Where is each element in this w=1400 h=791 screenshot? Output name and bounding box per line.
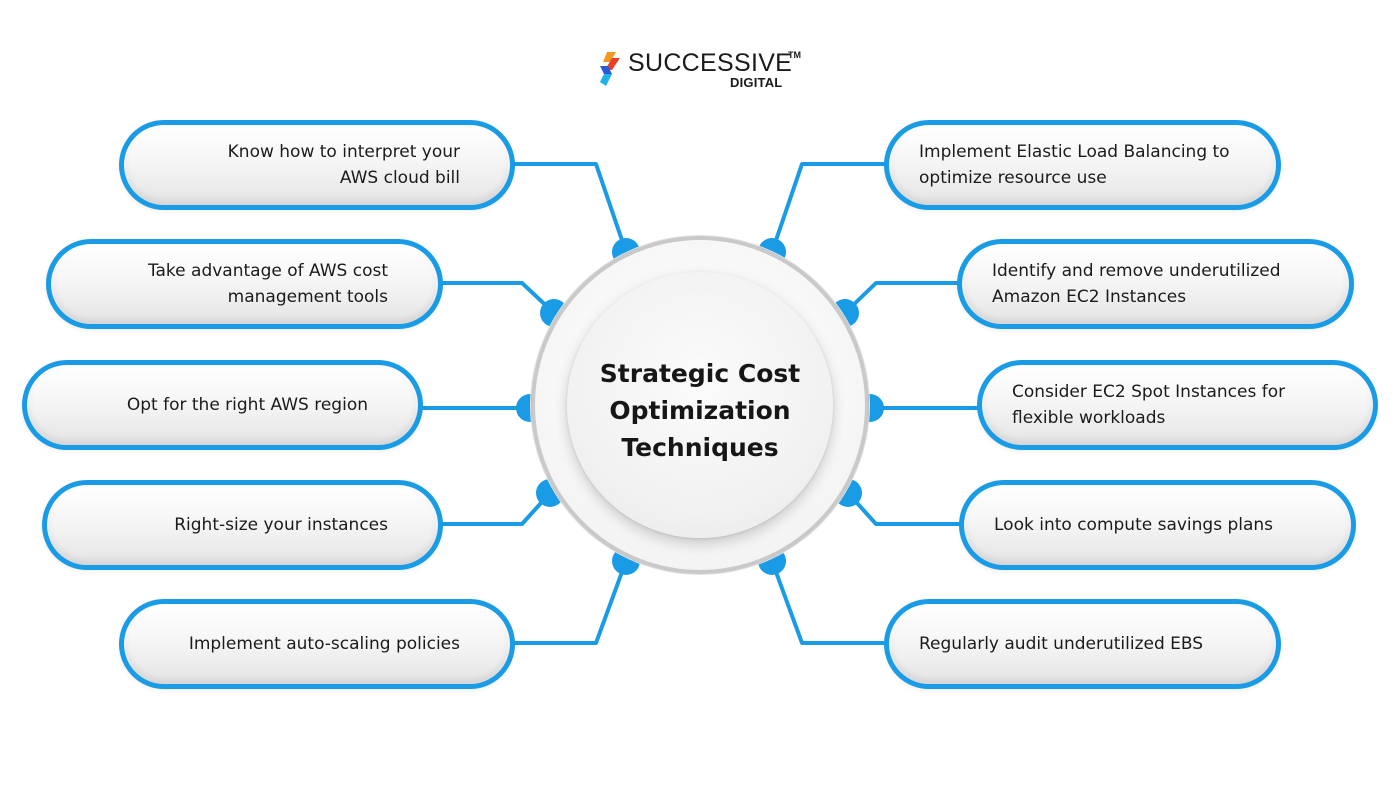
technique-pill-right-1: Implement Elastic Load Balancing to opti…	[884, 120, 1281, 210]
brand-logo: SUCCESSIVE TM DIGITAL	[598, 48, 808, 92]
technique-pill-right-3: Consider EC2 Spot Instances for flexible…	[977, 360, 1378, 450]
technique-pill-left-3: Opt for the right AWS region	[22, 360, 423, 450]
center-title: Strategic Cost Optimization Techniques	[599, 359, 801, 462]
technique-label: Opt for the right AWS region	[126, 395, 368, 415]
technique-label: Implement Elastic Load Balancing to opti…	[919, 142, 1230, 188]
connector-right-2	[843, 281, 962, 315]
center-disc	[567, 272, 833, 538]
technique-pill-left-4: Right-size your instances	[42, 480, 443, 570]
technique-pill-left-5: Implement auto-scaling policies	[119, 599, 515, 689]
successive-logo-icon	[600, 52, 620, 86]
technique-pill-right-4: Look into compute savings plans	[959, 480, 1356, 570]
connector-right-4	[846, 491, 964, 526]
technique-label: Know how to interpret your AWS cloud bil…	[227, 142, 460, 188]
technique-label: Take advantage of AWS cost management to…	[147, 261, 388, 307]
connector-left-2	[438, 281, 556, 315]
connector-right-5	[770, 560, 889, 645]
technique-pill-left-1: Know how to interpret your AWS cloud bil…	[119, 120, 515, 210]
technique-pill-left-2: Take advantage of AWS cost management to…	[46, 239, 443, 329]
technique-label: Implement auto-scaling policies	[188, 634, 460, 654]
connector-left-4	[438, 491, 552, 526]
technique-pill-right-5: Regularly audit underutilized EBS	[884, 599, 1281, 689]
brand-trademark: TM	[788, 50, 801, 60]
connector-right-1	[770, 162, 889, 253]
connector-left-1	[510, 162, 628, 253]
connector-left-5	[510, 560, 628, 645]
technique-label: Consider EC2 Spot Instances for flexible…	[1012, 382, 1286, 428]
brand-subtitle: DIGITAL	[730, 75, 783, 90]
technique-pill-right-2: Identify and remove underutilized Amazon…	[957, 239, 1354, 329]
technique-label: Right-size your instances	[174, 515, 388, 535]
technique-label: Identify and remove underutilized Amazon…	[992, 261, 1281, 307]
technique-label: Look into compute savings plans	[994, 515, 1274, 535]
technique-label: Regularly audit underutilized EBS	[919, 634, 1204, 654]
brand-name: SUCCESSIVE	[628, 49, 793, 77]
